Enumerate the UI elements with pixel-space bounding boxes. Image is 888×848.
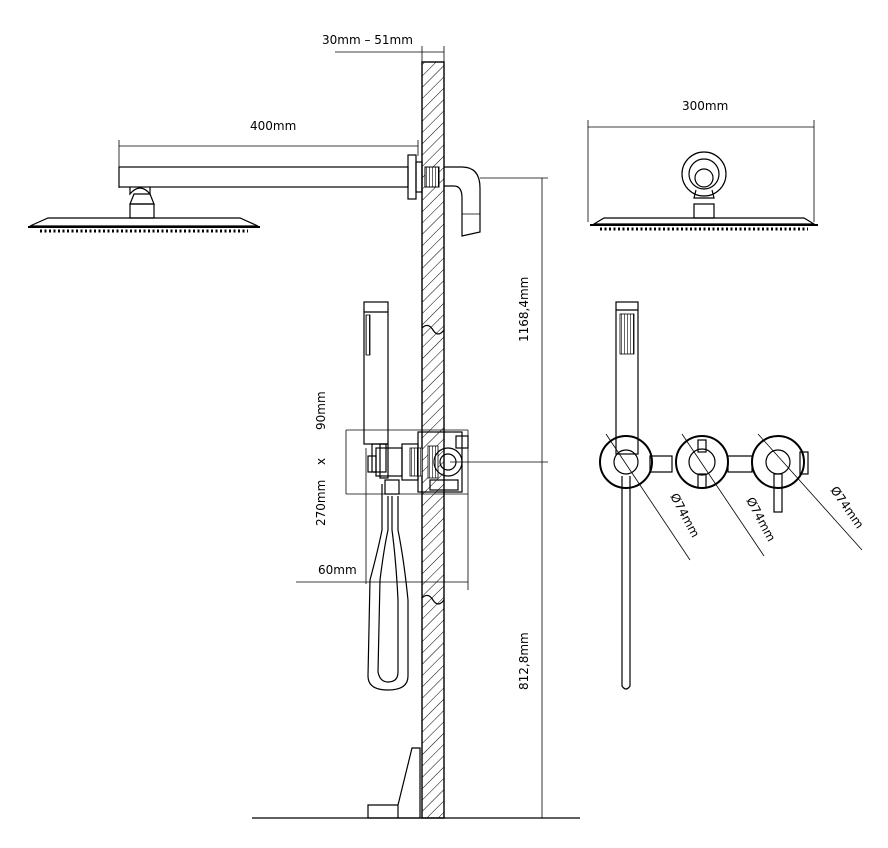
plate-2-label: Ø74mm (743, 495, 778, 544)
box-x-label: x (314, 458, 328, 465)
box-depth-label: 60mm (318, 563, 357, 577)
mixer-side: 90mm x 270mm 60mm (296, 391, 469, 590)
wall-section (421, 61, 445, 819)
plate-3-label: Ø74mm (828, 484, 867, 531)
hand-shower-side (363, 301, 409, 691)
front-view-head: 300mm (587, 99, 818, 231)
wall-foot (367, 747, 421, 819)
box-width-label: 270mm (314, 480, 328, 526)
wall-thickness-dimension: 30mm – 51mm (322, 33, 445, 62)
arm-length-label: 400mm (250, 119, 296, 133)
wall-thickness-label: 30mm – 51mm (322, 33, 413, 47)
height-dimensions: 1168,4mm 812,8mm (450, 177, 548, 819)
head-width-label: 300mm (682, 99, 728, 113)
lower-height-label: 812,8mm (517, 632, 531, 690)
box-height-label: 90mm (314, 391, 328, 430)
upper-height-label: 1168,4mm (517, 277, 531, 342)
shower-arm: 400mm (28, 119, 481, 237)
front-view-mixer: Ø74mm Ø74mm Ø74mm (599, 301, 867, 690)
plate-1-label: Ø74mm (667, 491, 702, 540)
